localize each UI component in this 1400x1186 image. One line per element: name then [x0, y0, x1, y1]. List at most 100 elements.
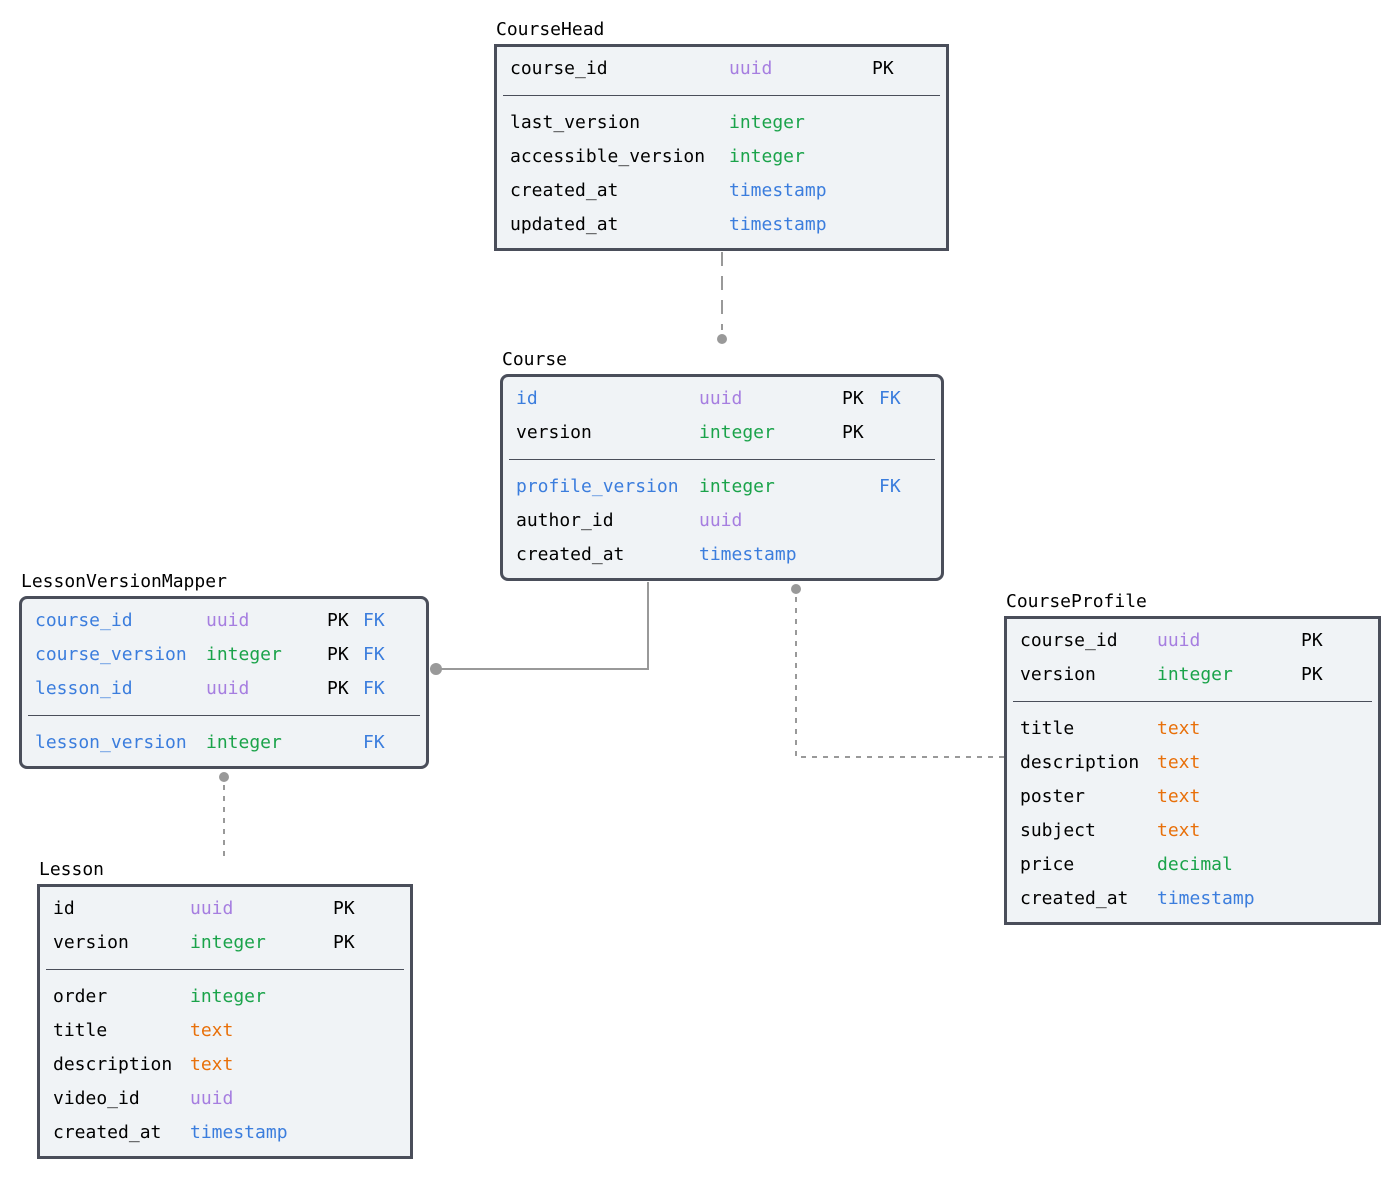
field-name: created_at: [53, 1122, 162, 1143]
field-name: version: [1020, 664, 1096, 685]
field-name: order: [53, 986, 108, 1007]
field-name: author_id: [516, 510, 614, 531]
field-type: integer: [1157, 664, 1233, 685]
field-type: timestamp: [699, 544, 797, 565]
field-type: timestamp: [729, 214, 827, 235]
pk-badge: PK: [842, 422, 864, 443]
fields: profile_version integer FK author_id uuid cre…: [503, 470, 941, 572]
pk-badge: PK: [842, 388, 864, 409]
field-row-created-at: created_at timestamp: [503, 538, 941, 572]
connector-end-dot: [430, 663, 442, 675]
field-name: title: [1020, 718, 1075, 739]
field-name: course_id: [35, 610, 133, 631]
field-type: integer: [190, 932, 266, 953]
pk-badge: PK: [333, 898, 355, 919]
fk-badge: FK: [363, 644, 385, 665]
key-divider: [1013, 701, 1372, 702]
field-name: course_version: [35, 644, 187, 665]
field-type: text: [1157, 718, 1201, 739]
field-type: uuid: [190, 1088, 234, 1109]
key-divider: [28, 715, 420, 716]
field-type: uuid: [729, 58, 773, 79]
field-type: timestamp: [190, 1122, 288, 1143]
field-row-video-id: video_id uuid: [40, 1082, 410, 1116]
field-name: lesson_id: [35, 678, 133, 699]
field-row-accessible-version: accessible_version integer: [497, 140, 946, 174]
entity-title: CourseProfile: [1006, 591, 1147, 612]
field-type: integer: [206, 732, 282, 753]
entity-title: CourseHead: [496, 19, 605, 40]
field-type: uuid: [699, 510, 743, 531]
connector-end-dot: [219, 772, 229, 782]
field-type: integer: [699, 476, 775, 497]
field-type: text: [1157, 820, 1201, 841]
field-name: id: [53, 898, 75, 919]
field-type: decimal: [1157, 854, 1233, 875]
field-name: title: [53, 1020, 108, 1041]
key-fields: course_id uuid PK: [497, 52, 946, 86]
field-row-version: version integer PK: [503, 416, 941, 450]
field-name: created_at: [516, 544, 625, 565]
field-row-title: title text: [40, 1014, 410, 1048]
field-name: course_id: [510, 58, 608, 79]
fk-badge: FK: [879, 476, 901, 497]
connector-end-dot: [717, 334, 727, 344]
entity-title: Course: [502, 349, 568, 370]
field-name: accessible_version: [510, 146, 706, 167]
field-name: last_version: [510, 112, 641, 133]
key-divider: [46, 969, 404, 970]
field-name: created_at: [510, 180, 619, 201]
field-row-profile-version: profile_version integer FK: [503, 470, 941, 504]
field-row-description: description text: [1007, 746, 1378, 780]
connector-courseprofile-course: [795, 594, 1004, 758]
field-row-id: id uuid PK FK: [503, 382, 941, 416]
field-type: integer: [729, 112, 805, 133]
connector-course-lessonversionmapper: [441, 582, 649, 670]
field-type: text: [1157, 786, 1201, 807]
field-type: integer: [729, 146, 805, 167]
fk-badge: FK: [879, 388, 901, 409]
entity-title: LessonVersionMapper: [21, 571, 227, 592]
field-name: id: [516, 388, 538, 409]
connector-end-dot: [791, 584, 801, 594]
fields: title text description text poster text subjec…: [1007, 712, 1378, 916]
field-name: version: [516, 422, 592, 443]
field-row-poster: poster text: [1007, 780, 1378, 814]
field-type: text: [1157, 752, 1201, 773]
field-row-course-id: course_id uuid PK: [497, 52, 946, 86]
field-type: text: [190, 1054, 234, 1075]
field-type: text: [190, 1020, 234, 1041]
pk-badge: PK: [1301, 630, 1323, 651]
field-name: subject: [1020, 820, 1096, 841]
field-name: profile_version: [516, 476, 679, 497]
field-name: description: [1020, 752, 1140, 773]
pk-badge: PK: [872, 58, 894, 79]
field-type: uuid: [190, 898, 234, 919]
pk-badge: PK: [327, 678, 349, 699]
field-name: video_id: [53, 1088, 140, 1109]
field-type: integer: [699, 422, 775, 443]
field-name: poster: [1020, 786, 1086, 807]
fk-badge: FK: [363, 732, 385, 753]
field-row-author-id: author_id uuid: [503, 504, 941, 538]
field-row-id: id uuid PK: [40, 892, 410, 926]
pk-badge: PK: [327, 610, 349, 631]
field-type: uuid: [699, 388, 743, 409]
field-name: course_id: [1020, 630, 1118, 651]
